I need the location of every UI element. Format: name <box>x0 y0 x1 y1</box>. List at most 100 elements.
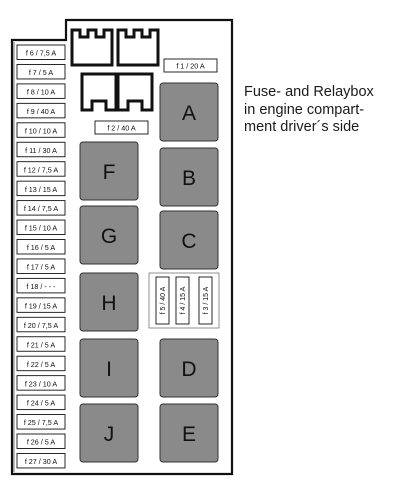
relay-label: G <box>101 225 117 248</box>
fuse-body <box>16 180 66 197</box>
relay-c: C <box>159 210 219 270</box>
relay-e: E <box>159 403 219 463</box>
fuse-label: f 15 / 10 A <box>25 224 58 233</box>
fuse-label: f 26 / 5 A <box>27 438 56 447</box>
fuse-left-16: f 21 / 5 A <box>16 336 66 352</box>
relay-label: E <box>182 423 196 446</box>
fuse-f1: f 1 / 20 A <box>163 58 218 73</box>
fuse-left-21: f 26 / 5 A <box>16 433 66 449</box>
relay-body <box>159 403 219 463</box>
fuse-body <box>16 200 66 216</box>
relay-label: I <box>106 358 112 381</box>
relay-body <box>79 403 139 463</box>
socket-bottom-right <box>116 72 154 112</box>
fuse-left-12: f 17 / 5 A <box>16 258 66 274</box>
fuse-body <box>16 141 66 158</box>
fuse-label: f 7 / 5 A <box>29 68 54 77</box>
relay-b: B <box>159 147 219 207</box>
relay-body <box>159 147 219 207</box>
caption-line-3: ment driver´s side <box>244 119 360 135</box>
caption-line-2: in engine compart- <box>244 101 365 118</box>
fuse-vertical-1: f 5 / 40 A <box>155 276 170 325</box>
fuse-body <box>94 120 149 135</box>
fuse-label: f 2 / 40 A <box>107 124 136 133</box>
fuse-body <box>16 44 66 60</box>
relay-body <box>79 205 139 265</box>
fuse-label: f 19 / 15 A <box>25 301 58 310</box>
vertical-fuse-frame <box>148 272 220 329</box>
fuse-left-20: f 25 / 7,5 A <box>16 414 66 430</box>
fuse-label: f 8 / 10 A <box>27 88 56 97</box>
fuse-body <box>16 219 66 236</box>
fuse-vertical-2: f 4 / 15 A <box>175 276 190 325</box>
relay-label: B <box>182 167 196 190</box>
fuse-label: f 3 / 15 A <box>203 286 210 314</box>
fuse-label: f 20 / 7,5 A <box>24 321 59 330</box>
relay-label: F <box>103 161 116 184</box>
fuse-left-17: f 22 / 5 A <box>16 355 66 372</box>
fuse-label: f 4 / 15 A <box>180 286 187 314</box>
relay-a: A <box>159 82 219 142</box>
fuse-body <box>16 453 66 469</box>
fuse-label: f 27 / 30 A <box>25 457 58 466</box>
relay-label: H <box>101 292 116 315</box>
caption-line-1: Fuse- and Relaybox <box>244 84 374 100</box>
box-outline <box>10 18 234 476</box>
relay-group: A BC D E F G H I J <box>79 82 219 463</box>
fuse-left-11: f 16 / 5 A <box>16 239 66 255</box>
fuse-label: f 13 / 15 A <box>25 185 58 194</box>
fuse-body <box>16 83 66 99</box>
fuse-left-18: f 23 / 10 A <box>16 375 66 391</box>
fuse-label: f 9 / 40 A <box>27 107 56 116</box>
fuse-body <box>16 355 66 372</box>
fuse-left-22: f 27 / 30 A <box>16 453 66 469</box>
fuse-body <box>163 58 218 73</box>
relay-label: D <box>181 358 196 381</box>
relay-h: H <box>79 272 139 332</box>
fuse-vertical-3: f 3 / 15 A <box>198 276 213 325</box>
fuse-body <box>16 161 66 177</box>
fuse-body <box>198 276 213 325</box>
socket-bottom-left <box>80 72 118 112</box>
fuse-body <box>16 239 66 255</box>
fuse-body <box>16 414 66 430</box>
fuse-left-1: f 6 / 7,5 A <box>16 44 66 60</box>
fuse-body <box>155 276 170 325</box>
fuse-left-7: f 12 / 7,5 A <box>16 161 66 177</box>
fuse-body <box>16 433 66 449</box>
fuse-left-19: f 24 / 5 A <box>16 394 66 411</box>
fuse-body <box>175 276 190 325</box>
fuse-body <box>16 102 66 119</box>
relay-body <box>79 272 139 332</box>
fuse-label: f 12 / 7,5 A <box>24 165 59 174</box>
fuse-left-6: f 11 / 30 A <box>16 141 66 158</box>
fuse-label: f 22 / 5 A <box>27 360 56 369</box>
relay-body <box>159 82 219 142</box>
fuse-label: f 14 / 7,5 A <box>24 204 59 213</box>
fuse-left-8: f 13 / 15 A <box>16 180 66 197</box>
vertical-fuse-group: f 5 / 40 A f 4 / 15 A f 3 / 15 A <box>148 272 220 329</box>
fuse-body <box>16 316 66 333</box>
fuse-body <box>16 122 66 138</box>
relay-body <box>159 210 219 270</box>
fuse-label: f 24 / 5 A <box>27 399 56 408</box>
fuse-left-2: f 7 / 5 A <box>16 63 66 80</box>
fuse-f2: f 2 / 40 A <box>94 120 149 135</box>
fuse-label: f 16 / 5 A <box>27 243 56 252</box>
relay-body <box>79 338 139 398</box>
relay-label: J <box>104 423 115 446</box>
fuse-body <box>16 63 66 80</box>
fuse-label: f 5 / 40 A <box>160 286 167 314</box>
relay-body <box>159 338 219 398</box>
fuse-body <box>16 336 66 352</box>
fuse-left-10: f 15 / 10 A <box>16 219 66 236</box>
fuse-label: f 17 / 5 A <box>27 263 56 272</box>
fuse-left-14: f 19 / 15 A <box>16 297 66 313</box>
fuse-body <box>16 277 66 294</box>
fuse-label: f 11 / 30 A <box>25 146 57 155</box>
fuse-body <box>16 297 66 313</box>
fuse-label: f 10 / 10 A <box>25 126 58 135</box>
fuse-label: f 21 / 5 A <box>27 340 56 349</box>
fuse-left-9: f 14 / 7,5 A <box>16 200 66 216</box>
